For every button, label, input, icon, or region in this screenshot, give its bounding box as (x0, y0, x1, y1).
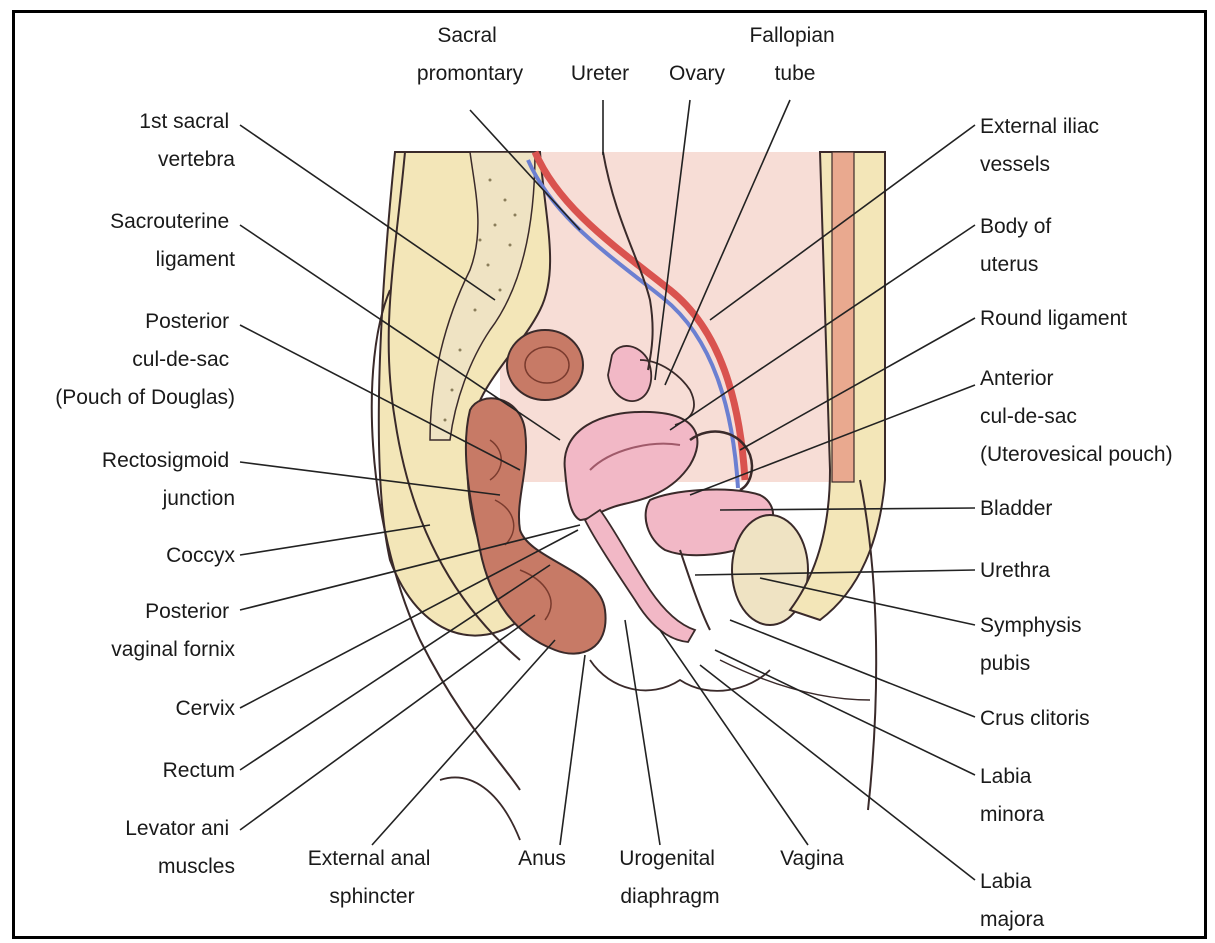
leader-crus-clitoris (730, 620, 975, 717)
label-labia-majora: Labia majora (980, 870, 1045, 931)
label-symphysis-pubis: Symphysis pubis (980, 614, 1087, 675)
outer-back-contour-2 (440, 778, 520, 841)
label-1st-sacral-vertebra: 1st sacral vertebra (139, 110, 235, 171)
label-rectum: Rectum (163, 759, 235, 782)
label-ureter: Ureter (571, 62, 629, 85)
label-rectosigmoid-junction: Rectosigmoid junction (102, 449, 235, 510)
label-posterior-vaginal-fornix: Posterior vaginal fornix (111, 600, 235, 661)
label-crus-clitoris: Crus clitoris (980, 707, 1090, 730)
label-sacrouterine-ligament: Sacrouterine ligament (110, 210, 235, 271)
label-urogenital-diaphragm: Urogenital diaphragm (619, 847, 721, 908)
anatomy-illustration (372, 152, 885, 840)
label-labia-minora: Labia minora (980, 765, 1045, 826)
label-anus: Anus (518, 847, 566, 870)
leader-external-anal-sphincter (372, 640, 555, 845)
leader-levator-ani (240, 615, 535, 830)
label-fallopian-tube: Fallopian tube (749, 24, 840, 85)
label-posterior-cul-de-sac: Posterior cul-de-sac (Pouch of Douglas) (55, 310, 235, 409)
leader-anus (560, 655, 585, 845)
label-bladder: Bladder (980, 497, 1052, 520)
label-external-iliac-vessels: External iliac vessels (980, 115, 1105, 176)
label-ovary: Ovary (669, 62, 726, 85)
label-anterior-cul-de-sac: Anterior cul-de-sac (Uterovesical pouch) (980, 367, 1173, 466)
perineum-contour (590, 660, 770, 691)
label-sacral-promontary: Sacral promontary (417, 24, 524, 85)
leader-rectum (240, 565, 550, 770)
label-cervix: Cervix (175, 697, 235, 720)
label-coccyx: Coccyx (166, 544, 235, 567)
label-round-ligament: Round ligament (980, 307, 1127, 330)
label-vagina: Vagina (780, 847, 844, 870)
label-body-of-uterus: Body of uterus (980, 215, 1057, 276)
sigmoid-colon (507, 330, 583, 400)
leader-urogenital-diaphragm (625, 620, 660, 845)
label-levator-ani: Levator ani muscles (125, 817, 235, 878)
leader-labia-minora (715, 650, 975, 775)
label-external-anal-sphincter: External anal sphincter (308, 847, 436, 908)
label-urethra: Urethra (980, 559, 1050, 582)
leader-vagina (660, 630, 808, 845)
urethra-shape (680, 550, 710, 630)
